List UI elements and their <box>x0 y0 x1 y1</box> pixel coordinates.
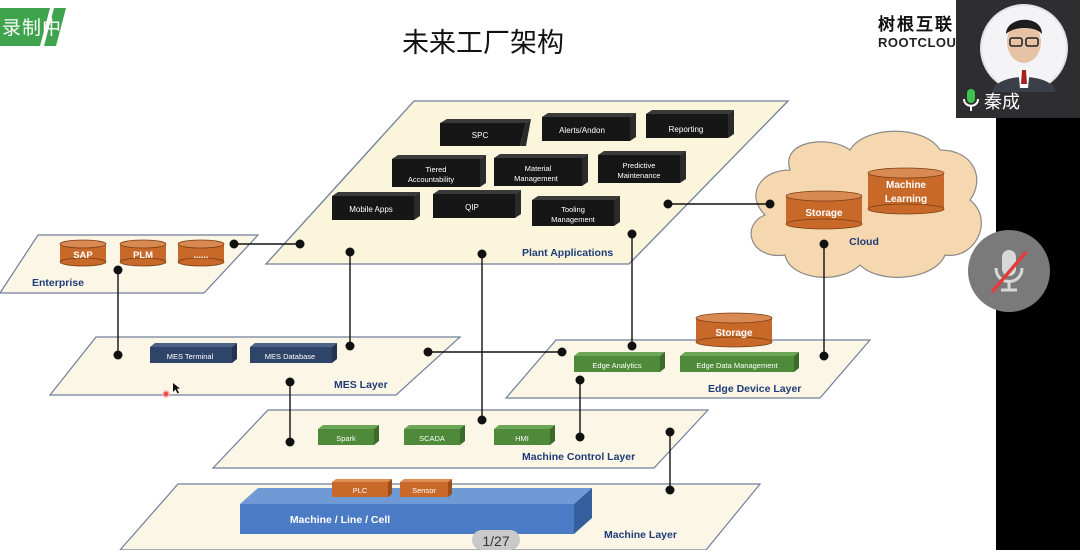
svg-text:Spark: Spark <box>336 434 356 443</box>
enterprise-label: Enterprise <box>32 277 84 289</box>
connector-lines <box>117 203 825 490</box>
speaker-avatar <box>956 0 1080 118</box>
app-material-management: Material Management <box>494 154 588 186</box>
other-enterprise-cylinder: ...... <box>177 239 225 267</box>
svg-text:SCADA: SCADA <box>419 434 445 443</box>
speaker-video-tile[interactable] <box>956 0 1080 118</box>
mes-database-box: MES Database <box>250 343 337 363</box>
svg-text:Maintenance: Maintenance <box>618 171 661 180</box>
machine-learning-cylinder: Machine Learning <box>867 167 945 215</box>
edge-storage-cylinder: Storage <box>695 312 773 348</box>
app-spc: SPC <box>440 119 531 146</box>
svg-text:QIP: QIP <box>465 203 479 212</box>
brand-logo: 树根互联 ROOTCLOUD <box>878 10 956 50</box>
recording-badge <box>0 8 66 46</box>
brand-name-cn: 树根互联 <box>878 15 954 35</box>
speaker-name: 秦成 <box>984 92 1020 113</box>
mes-terminal-box: MES Terminal <box>150 343 237 363</box>
recording-label: 录制中 <box>2 17 63 39</box>
microphone-muted-icon <box>990 250 1028 294</box>
scada-box: SCADA <box>404 425 465 445</box>
svg-text:Machine: Machine <box>886 180 926 191</box>
sap-cylinder: SAP <box>59 239 107 267</box>
svg-text:Edge Data Management: Edge Data Management <box>696 361 778 370</box>
edge-analytics-box: Edge Analytics <box>574 352 665 372</box>
svg-text:Reporting: Reporting <box>669 125 704 134</box>
mute-toggle-button[interactable] <box>968 230 1050 312</box>
plant-applications-label: Plant Applications <box>522 247 613 259</box>
laser-pointer-dot <box>162 390 170 398</box>
mes-layer-label: MES Layer <box>334 379 388 391</box>
svg-text:SAP: SAP <box>73 250 93 261</box>
app-mobile-apps: Mobile Apps <box>332 192 420 220</box>
svg-text:Tooling: Tooling <box>561 205 585 214</box>
svg-text:MES Database: MES Database <box>265 352 315 361</box>
mouse-cursor-icon <box>173 383 180 394</box>
svg-text:Edge Analytics: Edge Analytics <box>592 361 641 370</box>
svg-text:Predictive: Predictive <box>623 161 656 170</box>
svg-text:Alerts/Andon: Alerts/Andon <box>559 126 605 135</box>
svg-text:Storage: Storage <box>715 328 753 339</box>
svg-text:Material: Material <box>525 164 552 173</box>
svg-text:HMI: HMI <box>515 434 529 443</box>
machine-control-layer-label: Machine Control Layer <box>522 451 635 463</box>
app-predictive-maintenance: Predictive Maintenance <box>598 151 686 183</box>
svg-text:MES Terminal: MES Terminal <box>167 352 214 361</box>
svg-text:PLM: PLM <box>133 250 153 261</box>
app-tooling-management: Tooling Management <box>532 196 620 226</box>
slide-title: 未来工厂架构 <box>402 28 564 59</box>
app-qip: QIP <box>433 190 521 218</box>
svg-text:Sensor: Sensor <box>412 486 436 495</box>
svg-text:Management: Management <box>551 215 596 224</box>
cloud-storage-cylinder: Storage <box>785 190 863 230</box>
svg-text:......: ...... <box>193 250 208 260</box>
svg-text:Mobile Apps: Mobile Apps <box>349 205 393 214</box>
right-side-panel <box>996 118 1080 550</box>
sensor-box: Sensor <box>400 479 452 497</box>
connector-dots <box>113 199 829 495</box>
svg-text:PLC: PLC <box>353 486 368 495</box>
plc-box: PLC <box>332 479 392 497</box>
edge-data-management-box: Edge Data Management <box>680 352 799 372</box>
plm-cylinder: PLM <box>119 239 167 267</box>
spark-box: Spark <box>318 425 379 445</box>
page-indicator: 1/27 <box>472 530 520 550</box>
svg-text:SPC: SPC <box>472 131 489 140</box>
app-tiered-accountability: Tiered Accountability <box>392 155 486 187</box>
svg-text:Accountability: Accountability <box>408 175 455 184</box>
svg-text:Tiered: Tiered <box>426 165 447 174</box>
edge-device-layer-label: Edge Device Layer <box>708 383 801 395</box>
hmi-box: HMI <box>494 425 555 445</box>
machine-layer-label: Machine Layer <box>604 529 677 541</box>
app-alerts-andon: Alerts/Andon <box>542 113 636 141</box>
svg-text:Storage: Storage <box>805 208 843 219</box>
brand-name-en: ROOTCLOUD <box>878 35 956 50</box>
app-reporting: Reporting <box>646 110 734 138</box>
svg-text:Machine / Line / Cell: Machine / Line / Cell <box>290 514 390 526</box>
microphone-active-icon <box>963 89 979 111</box>
cloud-label: Cloud <box>849 236 879 248</box>
svg-text:Learning: Learning <box>885 194 927 205</box>
cloud-shape <box>750 130 982 278</box>
svg-text:Management: Management <box>514 174 559 183</box>
